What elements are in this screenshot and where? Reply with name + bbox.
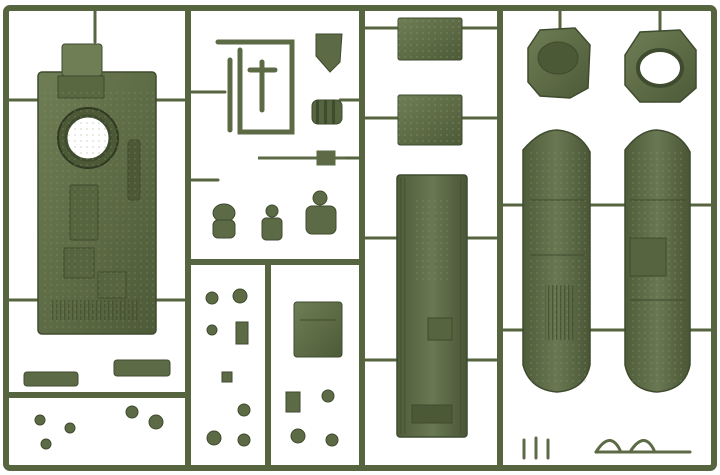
sprue-frame <box>3 5 717 471</box>
sprue-gates <box>4 6 716 362</box>
tow-hooks <box>522 436 692 460</box>
small-detail-parts <box>34 288 339 450</box>
turret-left <box>527 27 591 99</box>
side-panel-left <box>522 129 591 393</box>
side-panel-right <box>624 129 691 393</box>
hull-top-plate <box>37 43 157 335</box>
turret-right <box>624 29 697 103</box>
ammo-box <box>293 301 343 358</box>
hatch-plates <box>397 17 463 146</box>
machine-gun-barrel <box>258 150 345 166</box>
hull-floor <box>396 174 468 438</box>
frame-rails <box>215 39 295 135</box>
small-plates <box>311 33 343 125</box>
crew-figures <box>212 190 337 241</box>
tow-bar <box>23 359 171 387</box>
